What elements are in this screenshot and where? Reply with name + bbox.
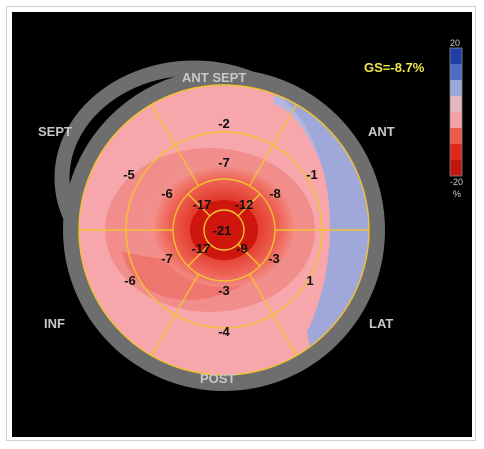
scale-unit-label: % — [453, 189, 462, 199]
segment-mid-inferior: -3 — [218, 283, 230, 298]
label-sept: SEPT — [38, 124, 72, 139]
segment-mid-anterolateral: -8 — [269, 186, 281, 201]
label-ant-sept: ANT SEPT — [182, 70, 247, 85]
global-strain-value: GS=-8.7% — [364, 60, 425, 75]
segment-mid-inferolateral: -3 — [268, 251, 280, 266]
label-inf: INF — [44, 316, 65, 331]
segment-apical-septal: -17 — [192, 241, 211, 256]
bullseye-panel: -2 -1 1 -4 -6 -5 -8 -3 -3 -7 -6 -7 -12 -… — [12, 12, 472, 437]
segment-basal-anterior: -2 — [218, 116, 230, 131]
segment-basal-inferoseptal: -6 — [124, 273, 136, 288]
scale-max-label: 20 — [450, 38, 461, 48]
segment-dividers — [78, 84, 370, 376]
segment-mid-anterior: -7 — [218, 155, 230, 170]
segment-basal-inferolateral: 1 — [306, 273, 313, 288]
segment-apical-lateral: -12 — [235, 197, 254, 212]
outer-ring — [63, 69, 385, 391]
scale-min-label: -20 — [450, 177, 464, 187]
segment-mid-inferoseptal: -7 — [161, 251, 173, 266]
segment-basal-anterolateral: -1 — [306, 167, 318, 182]
color-scale-bar — [449, 47, 463, 177]
segment-values: -2 -1 1 -4 -6 -5 -8 -3 -3 -7 -6 -7 -12 -… — [123, 116, 318, 339]
label-post: POST — [200, 371, 236, 386]
segment-apex: -21 — [213, 223, 232, 238]
segment-basal-inferior: -4 — [218, 324, 230, 339]
segment-basal-anteroseptal: -5 — [123, 167, 135, 182]
segment-apical-anterior: -17 — [193, 197, 212, 212]
strain-map — [79, 85, 369, 375]
bullseye-plot: -2 -1 1 -4 -6 -5 -8 -3 -3 -7 -6 -7 -12 -… — [54, 47, 463, 391]
segment-mid-anteroseptal: -6 — [161, 186, 173, 201]
label-lat: LAT — [369, 316, 394, 331]
label-ant: ANT — [368, 124, 395, 139]
segment-apical-inferior: -9 — [236, 241, 248, 256]
